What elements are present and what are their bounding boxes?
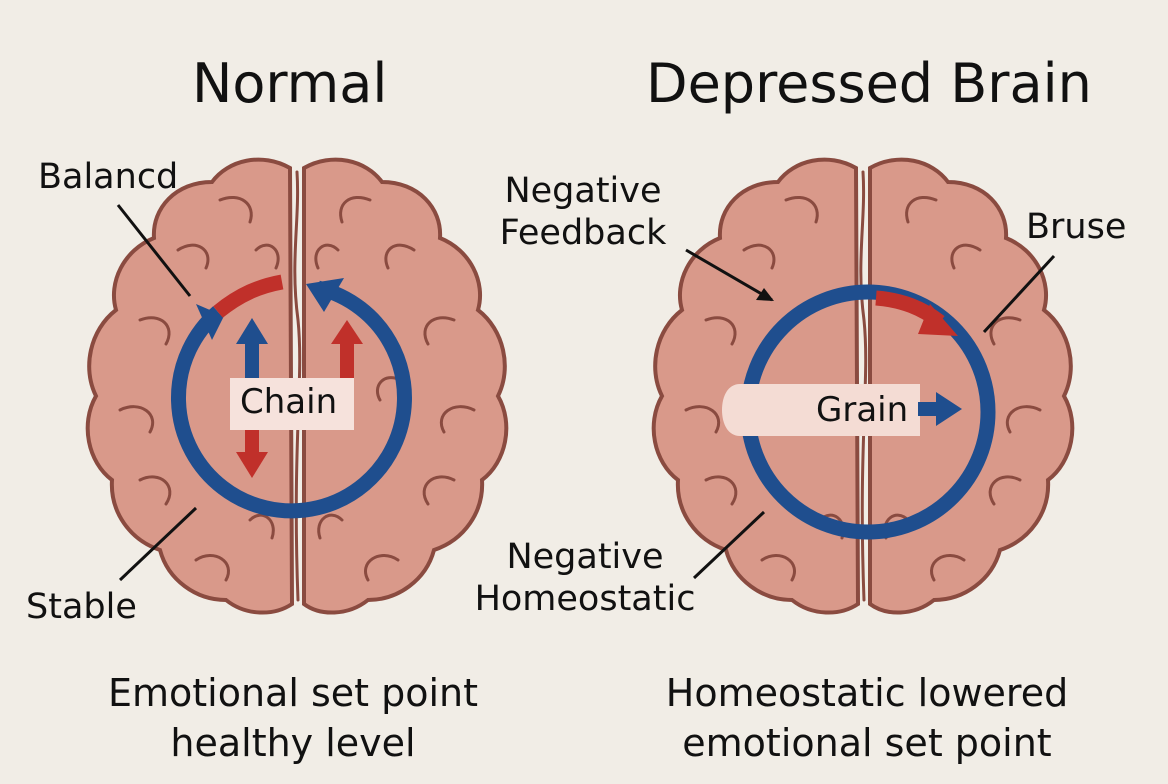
depressed-right-leader bbox=[982, 254, 1056, 334]
normal-bottom-leader bbox=[118, 506, 198, 582]
normal-cycle-arrowhead-right bbox=[306, 278, 344, 312]
balanced-label: Balancd bbox=[38, 157, 179, 197]
negative-feedback-line1: Negative bbox=[504, 171, 662, 211]
normal-title: Normal bbox=[192, 52, 388, 115]
normal-brain bbox=[85, 157, 509, 615]
grain-label: Grain bbox=[816, 390, 909, 430]
normal-top-leader bbox=[116, 204, 192, 297]
depressed-bottom-leader bbox=[692, 510, 766, 580]
chain-label: Chain bbox=[240, 382, 338, 422]
depressed-brain-right-hemisphere bbox=[868, 157, 1075, 615]
depressed-top-leader bbox=[685, 248, 773, 302]
depressed-center-band bbox=[722, 384, 920, 436]
stable-label: Stable bbox=[26, 587, 137, 627]
depressed-caption-line2: emotional set point bbox=[682, 721, 1052, 766]
normal-blue-up-arrow bbox=[236, 318, 268, 380]
negative-homeostatic-line2: Homeostatic bbox=[474, 579, 696, 619]
negative-homeostatic-line1: Negative bbox=[506, 537, 664, 577]
normal-brain-folds bbox=[118, 170, 476, 602]
normal-red-arc bbox=[213, 274, 284, 318]
depressed-brain-folds bbox=[684, 170, 1042, 602]
depressed-red-arrowhead bbox=[918, 304, 958, 336]
negative-feedback-label: Negative Feedback bbox=[486, 170, 680, 254]
depressed-top-leader-head bbox=[756, 288, 774, 301]
depressed-caption-line1: Homeostatic lowered bbox=[665, 671, 1069, 715]
normal-cycle-ring bbox=[170, 280, 412, 519]
normal-caption-line2: healthy level bbox=[170, 721, 416, 766]
normal-caption-line1: Emotional set point bbox=[107, 671, 479, 715]
bruse-label: Bruse bbox=[1026, 207, 1127, 247]
normal-cycle-arrowhead-left bbox=[196, 304, 224, 340]
depressed-brain bbox=[651, 157, 1075, 615]
negative-feedback-line2: Feedback bbox=[499, 213, 667, 253]
depressed-blue-right-arrow bbox=[918, 392, 962, 426]
normal-center-chip bbox=[230, 378, 354, 430]
normal-red-down-arrow bbox=[236, 428, 268, 478]
normal-caption: Emotional set point healthy level bbox=[60, 668, 526, 768]
depressed-caption: Homeostatic lowered emotional set point bbox=[622, 668, 1112, 768]
negative-homeostatic-label: Negative Homeostatic bbox=[460, 536, 710, 620]
normal-red-up-arrow bbox=[331, 320, 363, 378]
depressed-brain-title: Depressed Brain bbox=[646, 52, 1092, 115]
